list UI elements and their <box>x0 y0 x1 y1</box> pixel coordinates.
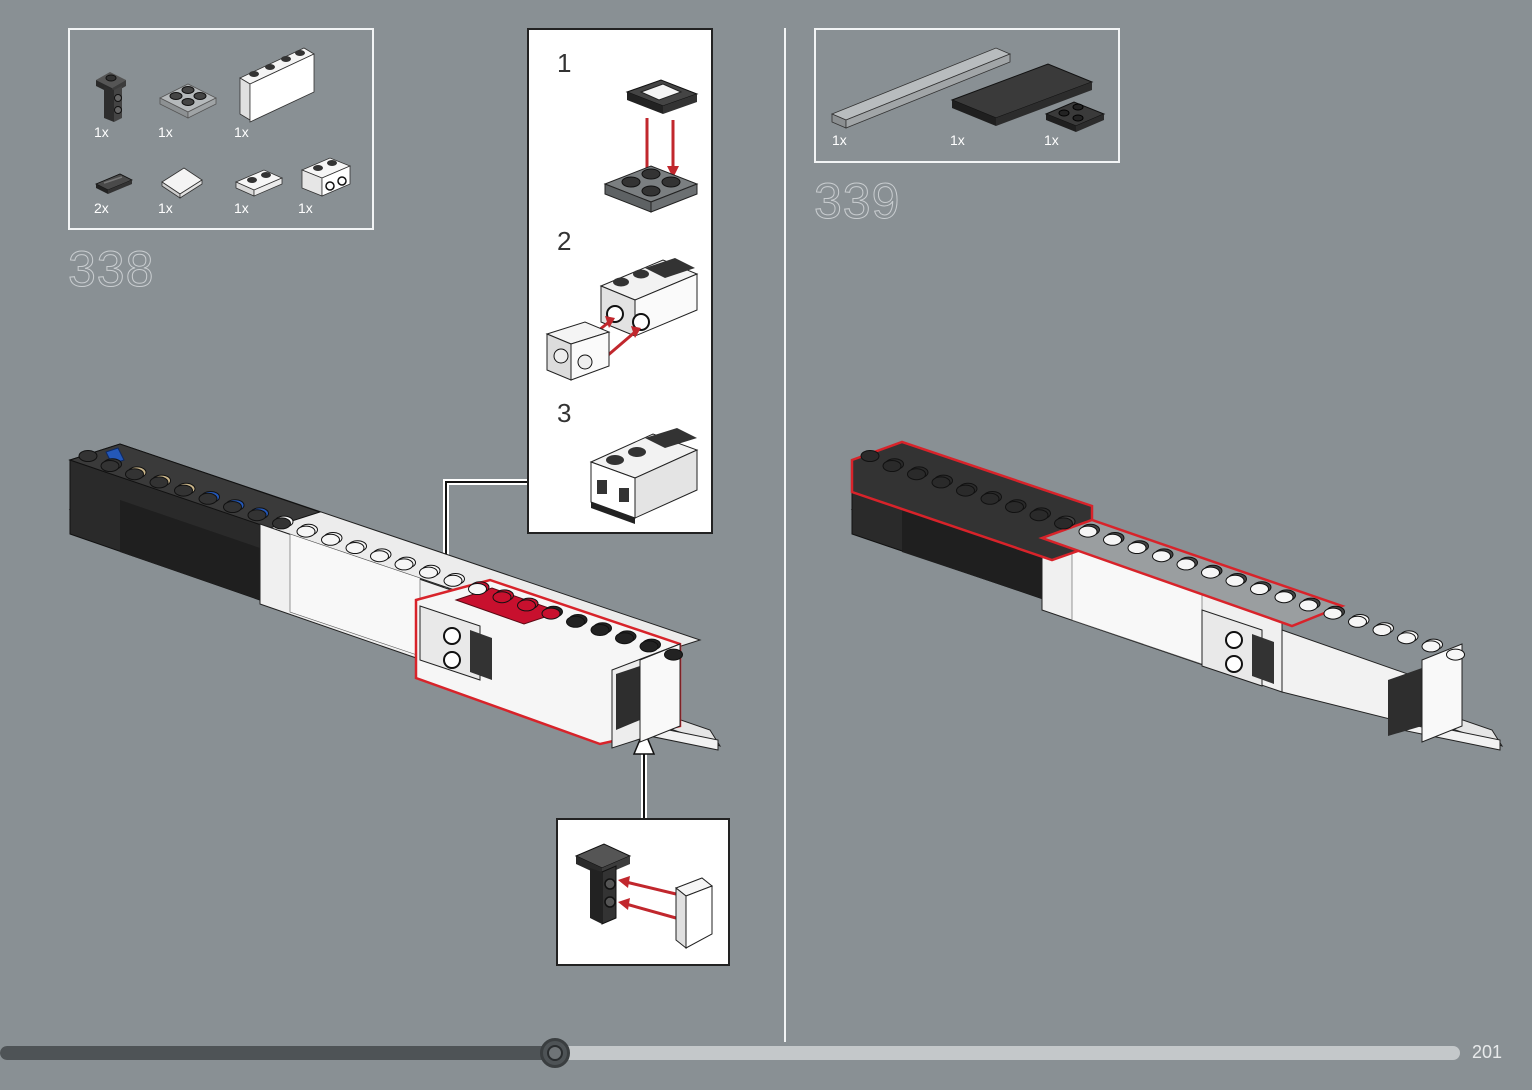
stud <box>126 469 144 480</box>
part-qty: 1x <box>832 132 847 148</box>
stud <box>1324 608 1342 619</box>
bracket-attach-illustration <box>572 838 722 958</box>
progress-fill <box>0 1046 555 1060</box>
part-qty: 1x <box>1044 132 1059 148</box>
part-qty: 1x <box>950 132 965 148</box>
stud <box>542 608 560 619</box>
stud <box>1030 510 1048 521</box>
stud <box>273 518 291 529</box>
stud <box>518 600 536 611</box>
stud <box>420 567 438 578</box>
stud <box>346 543 364 554</box>
stud <box>861 451 879 462</box>
dark-corner-plate-icon <box>1044 94 1108 134</box>
stud <box>1447 649 1465 660</box>
stud <box>248 510 266 521</box>
stud <box>1177 559 1195 570</box>
model-338-studs <box>60 430 740 770</box>
stud <box>493 592 511 603</box>
page-number: 201 <box>1472 1042 1502 1063</box>
stud <box>444 575 462 586</box>
stud <box>1226 575 1244 586</box>
stud <box>175 485 193 496</box>
stud <box>908 469 926 480</box>
stud <box>101 461 119 472</box>
stud <box>1202 567 1220 578</box>
stud <box>1128 543 1146 554</box>
stud <box>1251 584 1269 595</box>
stud <box>1373 625 1391 636</box>
model-339-studs <box>842 430 1522 770</box>
progress-knob[interactable] <box>540 1038 570 1068</box>
stud <box>1079 526 1097 537</box>
stud <box>150 477 168 488</box>
stud <box>616 633 634 644</box>
stud <box>1398 633 1416 644</box>
stud <box>1275 592 1293 603</box>
stud <box>1055 518 1073 529</box>
stud <box>981 493 999 504</box>
step-number: 339 <box>814 172 900 230</box>
stud <box>957 485 975 496</box>
stud <box>591 625 609 636</box>
stud <box>297 526 315 537</box>
stud <box>79 451 97 462</box>
stud <box>395 559 413 570</box>
stud <box>199 493 217 504</box>
stud <box>1006 502 1024 513</box>
stud <box>665 649 683 660</box>
stud <box>932 477 950 488</box>
stud <box>1300 600 1318 611</box>
bracket-callout <box>556 818 730 966</box>
page-divider <box>784 28 786 1042</box>
stud <box>224 502 242 513</box>
stud <box>371 551 389 562</box>
stud <box>1349 616 1367 627</box>
stud <box>1104 534 1122 545</box>
stud <box>1422 641 1440 652</box>
stud <box>469 584 487 595</box>
stud <box>640 641 658 652</box>
stud <box>322 534 340 545</box>
stud <box>567 616 585 627</box>
parts-list-339: 1x 1x 1x <box>814 28 1120 163</box>
stud <box>1153 551 1171 562</box>
stud <box>883 461 901 472</box>
